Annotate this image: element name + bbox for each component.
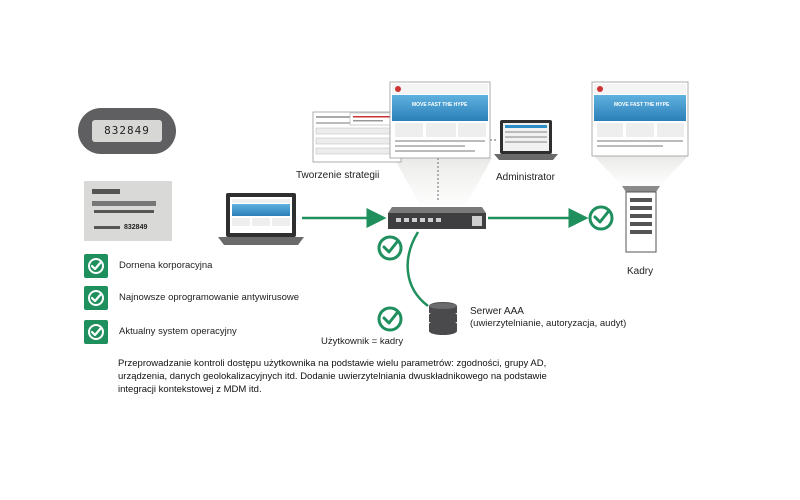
card-number: 832849 — [124, 224, 148, 231]
token-display: 832849 — [92, 120, 162, 142]
label-policy: Tworzenie strategii — [296, 170, 380, 181]
caption-line: urządzenia, danych geolokalizacyjnych it… — [118, 371, 547, 382]
aaa-database-icon — [429, 302, 457, 335]
policy-document-screenshot — [312, 111, 402, 163]
network-appliance — [388, 207, 486, 229]
portal-screenshot-center — [389, 81, 491, 159]
label-hr: Kadry — [627, 266, 654, 277]
caption-line: integracji kontekstowej z MDM itd. — [118, 384, 262, 395]
checklist-label: Dornena korporacyjna — [119, 260, 213, 271]
auth-card: 832849 — [84, 181, 172, 241]
checklist-label: Aktualny system operacyjny — [119, 326, 237, 337]
check-circle-user — [377, 306, 403, 332]
label-aaa-sub: (uwierzytelnianie, autoryzacja, audyt) — [470, 318, 627, 329]
connector-appliance-to-aaa — [406, 231, 429, 307]
checklist-item: Dornena korporacyjna — [84, 254, 384, 280]
caption-line: Przeprowadzanie kontroli dostępu użytkow… — [118, 358, 547, 369]
label-admin: Administrator — [496, 172, 555, 183]
card-bar — [92, 189, 120, 194]
hr-beam — [594, 156, 688, 186]
server-tower — [622, 186, 660, 253]
portal-screenshot-hr — [591, 81, 689, 157]
policy-beam — [394, 158, 492, 205]
screen-banner-center: MOVE FAST THE HYPE — [412, 102, 468, 108]
hardware-token: 832849 — [78, 108, 176, 154]
card-bar — [92, 201, 156, 206]
check-circle-appliance — [377, 235, 403, 261]
check-icon — [84, 320, 108, 344]
screen-banner-hr: MOVE FAST THE HYPE — [614, 102, 670, 108]
check-icon — [84, 254, 108, 278]
user-laptop — [218, 193, 304, 245]
caption: Przeprowadzanie kontroli dostępu użytkow… — [118, 357, 618, 396]
check-icon — [84, 286, 108, 310]
card-bar — [94, 210, 154, 213]
label-user-rule: Użytkownik = kadry — [321, 336, 404, 347]
card-bar — [94, 226, 120, 229]
label-aaa-title: Serwer AAA — [470, 306, 524, 317]
checklist-item: Najnowsze oprogramowanie antywirusowe — [84, 286, 384, 312]
admin-laptop — [494, 120, 558, 160]
checklist-item: Aktualny system operacyjny — [84, 320, 384, 346]
checklist-label: Najnowsze oprogramowanie antywirusowe — [119, 292, 300, 303]
check-circle-hr — [588, 205, 614, 231]
